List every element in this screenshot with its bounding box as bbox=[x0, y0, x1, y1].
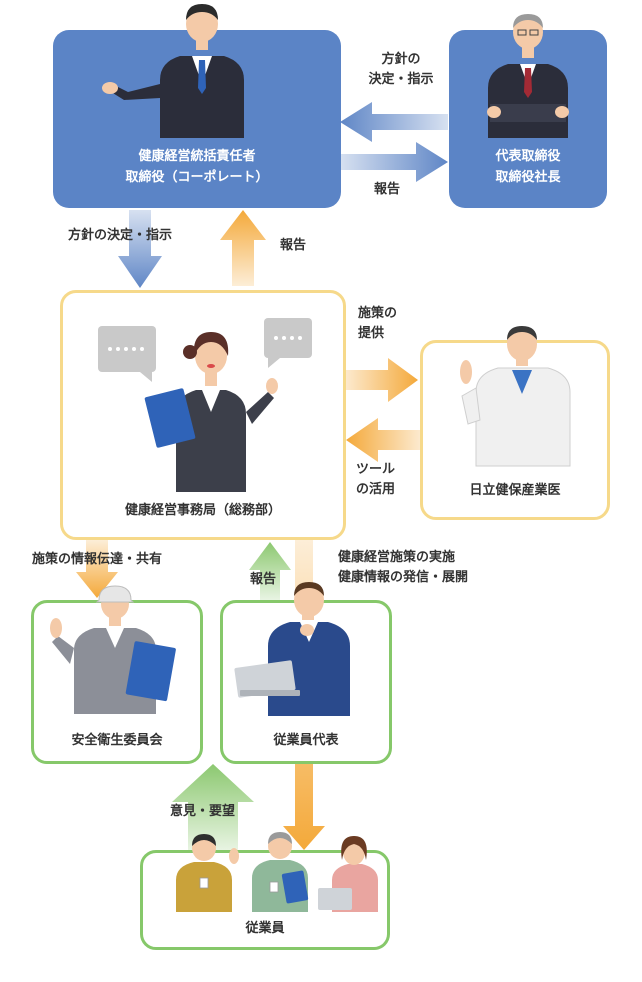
arrow-report-up bbox=[220, 210, 266, 286]
chief-officer-line2: 取締役（コーポレート） bbox=[125, 170, 269, 185]
rep-illustration bbox=[234, 582, 350, 716]
policy-decision-line1: 方針の bbox=[381, 52, 421, 67]
implementation-line2: 健康情報の発信・展開 bbox=[338, 570, 469, 585]
president-illustration bbox=[487, 14, 569, 138]
president-line2: 取締役社長 bbox=[495, 170, 561, 185]
arrow-policy-left bbox=[340, 102, 448, 142]
safety-committee-title: 安全衛生委員会 bbox=[71, 733, 163, 748]
measures-provide-label: 施策の 提供 bbox=[358, 304, 397, 344]
president-title: 代表取締役 取締役社長 bbox=[449, 146, 607, 188]
report-top-label: 報告 bbox=[374, 182, 401, 197]
report-rep-label: 報告 bbox=[250, 572, 277, 587]
chief-officer-line1: 健康経営統括責任者 bbox=[138, 149, 256, 164]
policy-decision-line2: 決定・指示 bbox=[368, 72, 434, 87]
arrow-opinions-up bbox=[172, 764, 254, 850]
doctor-title: 日立健保産業医 bbox=[469, 483, 561, 498]
arrow-share-down bbox=[76, 540, 118, 598]
arrow-tools-left bbox=[346, 418, 420, 462]
report-up-label: 報告 bbox=[280, 238, 307, 253]
employees-title: 従業員 bbox=[245, 921, 285, 936]
doctor-illustration bbox=[460, 326, 571, 467]
speech-bubble-right-icon bbox=[264, 318, 312, 368]
tools-use-line2: の活用 bbox=[356, 482, 396, 497]
office-staff-illustration bbox=[144, 332, 278, 492]
tools-use-line1: ツール bbox=[356, 462, 396, 477]
office-title: 健康経営事務局（総務部） bbox=[124, 503, 281, 518]
implementation-label: 健康経営施策の実施 健康情報の発信・展開 bbox=[338, 548, 468, 588]
implementation-line1: 健康経営施策の実施 bbox=[338, 550, 456, 565]
arrow-measures-right bbox=[346, 358, 418, 402]
policy-decision-label: 方針の 決定・指示 bbox=[362, 50, 440, 90]
measures-provide-line2: 提供 bbox=[358, 326, 385, 341]
chief-officer-title: 健康経営統括責任者 取締役（コーポレート） bbox=[53, 146, 341, 188]
employees-illustration bbox=[176, 832, 378, 912]
info-share-label: 施策の情報伝達・共有 bbox=[32, 552, 163, 567]
opinions-label: 意見・要望 bbox=[170, 804, 236, 819]
arrow-report-right bbox=[340, 142, 448, 182]
arrow-report-rep-up bbox=[249, 542, 291, 600]
president-line1: 代表取締役 bbox=[495, 149, 561, 164]
policy-down-label: 方針の決定・指示 bbox=[68, 228, 173, 243]
worker-illustration bbox=[50, 585, 176, 714]
tools-use-label: ツール の活用 bbox=[356, 460, 395, 500]
measures-provide-line1: 施策の bbox=[358, 306, 398, 321]
arrow-policy-down bbox=[118, 210, 162, 288]
speech-bubble-left-icon bbox=[98, 326, 156, 382]
businessman-illustration bbox=[102, 4, 244, 138]
employee-rep-title: 従業員代表 bbox=[273, 733, 339, 748]
